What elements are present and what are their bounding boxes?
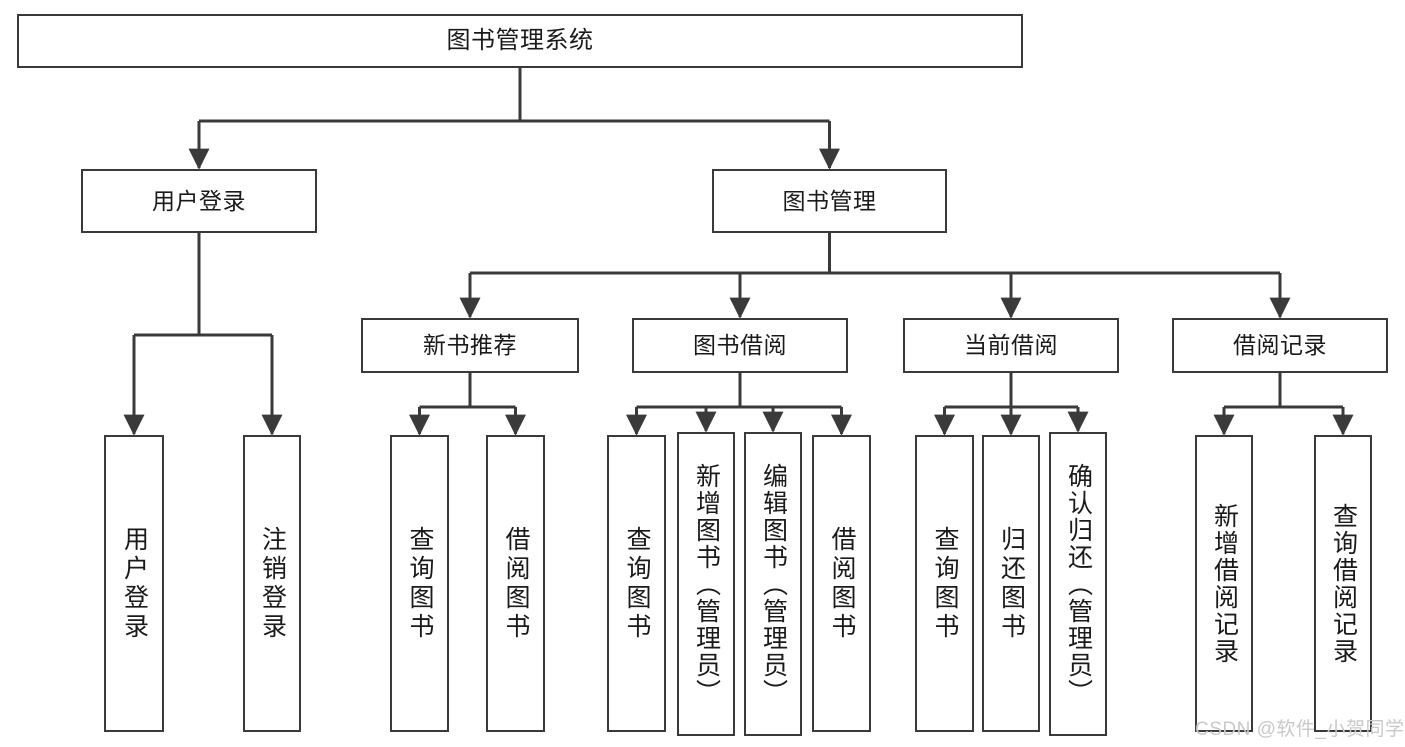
node-root[interactable]: 图书管理系统 (17, 14, 1023, 68)
leaf-add-book-label: 新增图书（管理员） (692, 462, 721, 706)
leaf-query-book-3[interactable]: 查询图书 (915, 435, 974, 732)
leaf-borrow-book-2-label: 借阅图书 (828, 525, 856, 642)
node-root-label: 图书管理系统 (446, 27, 594, 55)
leaf-edit-book[interactable]: 编辑图书（管理员） (744, 432, 802, 736)
node-user-login-label: 用户登录 (152, 187, 246, 214)
leaf-edit-book-label: 编辑图书（管理员） (759, 462, 788, 706)
leaf-query-borrow-record[interactable]: 查询借阅记录 (1314, 435, 1372, 732)
leaf-return-book[interactable]: 归还图书 (982, 435, 1040, 732)
node-new-book-recommend-label: 新书推荐 (423, 332, 517, 359)
leaf-borrow-book-1-label: 借阅图书 (502, 525, 530, 642)
leaf-query-book-2[interactable]: 查询图书 (607, 435, 666, 732)
leaf-query-borrow-record-label: 查询借阅记录 (1329, 502, 1358, 665)
leaf-return-book-label: 归还图书 (997, 525, 1026, 642)
node-user-login[interactable]: 用户登录 (81, 169, 317, 233)
node-new-book-recommend[interactable]: 新书推荐 (361, 318, 579, 373)
leaf-add-book[interactable]: 新增图书（管理员） (677, 432, 735, 736)
node-current-borrow-label: 当前借阅 (964, 332, 1058, 359)
leaf-query-book-2-label: 查询图书 (623, 525, 651, 642)
node-current-borrow[interactable]: 当前借阅 (903, 318, 1119, 373)
leaf-user-login-label: 用户登录 (120, 525, 149, 642)
leaf-user-login[interactable]: 用户登录 (104, 435, 164, 732)
node-book-manage[interactable]: 图书管理 (712, 169, 947, 233)
leaf-query-book-1-label: 查询图书 (406, 525, 434, 642)
leaf-query-book-3-label: 查询图书 (931, 525, 959, 642)
leaf-borrow-book-2[interactable]: 借阅图书 (812, 435, 871, 732)
leaf-add-borrow-record[interactable]: 新增借阅记录 (1195, 435, 1253, 732)
leaf-confirm-return-label: 确认归还（管理员） (1064, 462, 1093, 706)
leaf-confirm-return[interactable]: 确认归还（管理员） (1049, 432, 1107, 736)
csdn-watermark: CSDN @软件_小贺同学 (1195, 719, 1405, 740)
leaf-logout-label: 注销登录 (258, 525, 287, 642)
node-borrow-record[interactable]: 借阅记录 (1172, 318, 1388, 373)
leaf-borrow-book-1[interactable]: 借阅图书 (486, 435, 545, 732)
leaf-add-borrow-record-label: 新增借阅记录 (1210, 502, 1239, 665)
node-book-borrow[interactable]: 图书借阅 (632, 318, 848, 373)
node-borrow-record-label: 借阅记录 (1233, 332, 1327, 359)
leaf-query-book-1[interactable]: 查询图书 (390, 435, 449, 732)
leaf-logout[interactable]: 注销登录 (243, 435, 301, 732)
node-book-borrow-label: 图书借阅 (693, 332, 787, 359)
node-book-manage-label: 图书管理 (782, 187, 877, 214)
